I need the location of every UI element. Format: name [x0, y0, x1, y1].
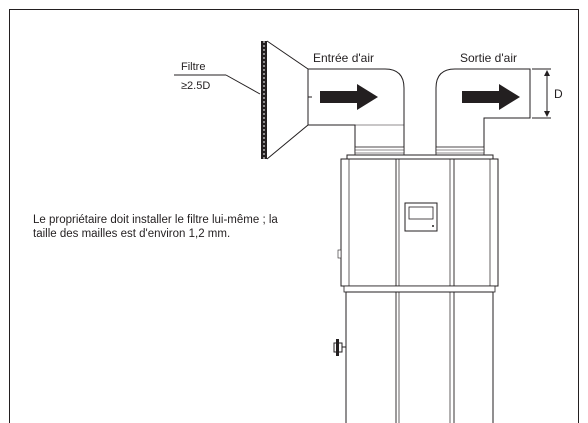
- border: [9, 9, 579, 423]
- side-valve: [333, 339, 346, 356]
- inlet-duct: Entrée d'air: [307, 51, 405, 156]
- outlet-label: Sortie d'air: [460, 51, 517, 65]
- installation-note: Le propriétaire doit installer le filtre…: [33, 214, 278, 240]
- control-display: [408, 206, 434, 220]
- inlet-label: Entrée d'air: [313, 51, 374, 65]
- outlet-arrow: [462, 84, 520, 110]
- outlet-duct: Sortie d'air D: [435, 51, 563, 156]
- filter-funnel: [266, 40, 309, 160]
- filter-assembly: Filtre ≥2.5D: [174, 40, 309, 160]
- inlet-arrow: [320, 84, 378, 110]
- heat-pump-unit: [333, 154, 499, 423]
- filter-mesh: [261, 41, 267, 159]
- dimension-label: D: [554, 87, 563, 101]
- filter-label: Filtre: [181, 61, 205, 73]
- unit-lower-body: [345, 291, 494, 423]
- filter-distance-label: ≥2.5D: [181, 80, 210, 92]
